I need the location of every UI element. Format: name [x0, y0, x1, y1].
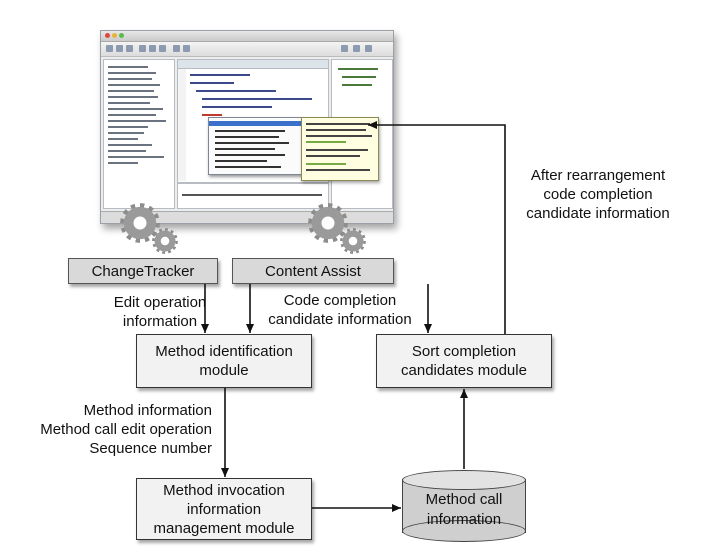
change-tracker-box: ChangeTracker: [68, 258, 218, 284]
window-titlebar: [101, 31, 393, 42]
ide-toolbar: [101, 42, 393, 57]
method-information-label: Method information Method call edit oper…: [40, 402, 212, 457]
eclipse-ide-screenshot: [100, 30, 394, 224]
console-view: [177, 183, 329, 209]
minimize-dot-icon: [112, 33, 117, 38]
change-tracker-label: ChangeTracker: [91, 262, 195, 280]
gear-icon: [152, 228, 178, 254]
content-assist-box: Content Assist: [232, 258, 394, 284]
content-assist-label: Content Assist: [265, 262, 361, 280]
zoom-dot-icon: [119, 33, 124, 38]
after-rearrangement-label: After rearrangement code completion cand…: [526, 167, 670, 222]
close-dot-icon: [105, 33, 110, 38]
package-explorer: [103, 59, 175, 209]
gear-icon: [340, 228, 366, 254]
content-assist-popup: [208, 117, 302, 175]
javadoc-popup: [301, 117, 379, 181]
